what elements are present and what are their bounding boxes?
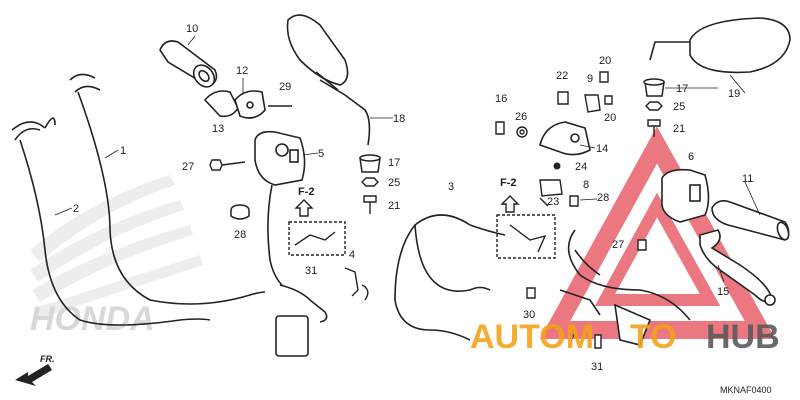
switch-9 bbox=[584, 94, 601, 113]
diagram-code: MKNAF0400 bbox=[720, 385, 772, 395]
callout-2: 2 bbox=[73, 203, 79, 215]
screw-20-b bbox=[604, 95, 613, 105]
throttle-cable-1 bbox=[69, 73, 266, 305]
mirror-adapter-17-right bbox=[643, 78, 665, 97]
callout-28-left: 28 bbox=[234, 229, 246, 241]
honda-text-watermark: HONDA bbox=[30, 300, 155, 338]
callout-18: 18 bbox=[393, 113, 405, 125]
nut-25-right bbox=[645, 101, 663, 111]
screw-31-right bbox=[594, 334, 602, 349]
leader-lines bbox=[54, 35, 761, 283]
switch-8 bbox=[539, 179, 563, 197]
screw-20-a bbox=[599, 71, 609, 83]
nut-25-left bbox=[361, 177, 379, 187]
callout-20-b: 20 bbox=[604, 112, 616, 124]
detail-f2-left bbox=[288, 199, 346, 256]
bolt-27-left bbox=[209, 159, 246, 171]
cap-28 bbox=[230, 204, 250, 220]
callout-26: 26 bbox=[515, 111, 527, 123]
callout-31-right: 31 bbox=[591, 361, 603, 373]
lever-bracket-14 bbox=[539, 121, 591, 156]
callout-25-left: 25 bbox=[388, 177, 400, 189]
callout-numbers: 1 2 3 4 5 6 7 8 9 10 11 12 13 14 15 16 1… bbox=[73, 23, 753, 373]
callout-5: 5 bbox=[318, 148, 324, 160]
callout-24: 24 bbox=[575, 161, 587, 173]
watermark-part2: TO bbox=[630, 318, 677, 356]
clutch-lever-15 bbox=[699, 229, 776, 306]
callout-17-left: 17 bbox=[388, 157, 400, 169]
callout-17-right: 17 bbox=[676, 83, 688, 95]
front-direction-arrow: FR. bbox=[15, 354, 55, 386]
mirror-adapter-17-left bbox=[359, 154, 381, 173]
callout-10: 10 bbox=[186, 23, 198, 35]
throttle-grip-10 bbox=[159, 40, 218, 88]
callout-1: 1 bbox=[120, 145, 126, 157]
callout-4: 4 bbox=[349, 249, 355, 261]
left-mirror-18 bbox=[286, 14, 371, 146]
detail-f2-right bbox=[496, 195, 556, 259]
callout-31-left: 31 bbox=[305, 265, 317, 277]
callout-9: 9 bbox=[587, 73, 593, 85]
watermark-part1: AUTOM bbox=[470, 318, 594, 356]
front-label: FR. bbox=[40, 354, 55, 364]
bolt-21-left bbox=[363, 195, 377, 214]
switch-22 bbox=[557, 91, 569, 105]
cap-28-right bbox=[569, 195, 579, 207]
automotohub-watermark: AUTOM TO HUB bbox=[470, 318, 780, 356]
callout-27-right: 27 bbox=[612, 239, 624, 251]
callout-28-right: 28 bbox=[597, 192, 609, 204]
clip-30 bbox=[526, 287, 536, 299]
right-grip-11 bbox=[711, 200, 790, 241]
callout-30: 30 bbox=[523, 309, 535, 321]
callout-20-a: 20 bbox=[599, 55, 611, 67]
callout-22: 22 bbox=[556, 70, 568, 82]
detail-label-f2-left: F-2 bbox=[298, 186, 315, 198]
callout-27-left: 27 bbox=[182, 161, 194, 173]
callout-15: 15 bbox=[717, 286, 729, 298]
callout-25-right: 25 bbox=[673, 101, 685, 113]
callout-14: 14 bbox=[596, 143, 608, 155]
right-handlebar-switch-6 bbox=[661, 168, 710, 223]
callout-21-left: 21 bbox=[388, 200, 400, 212]
callout-12: 12 bbox=[236, 65, 248, 77]
callout-21-right: 21 bbox=[673, 123, 685, 135]
throttle-cable-2 bbox=[11, 117, 211, 326]
callout-7: 7 bbox=[569, 333, 575, 345]
right-wiring bbox=[559, 229, 691, 346]
screw-27-right bbox=[637, 239, 647, 251]
washer-26 bbox=[516, 126, 528, 138]
callout-11: 11 bbox=[742, 173, 753, 185]
bolt-21-right bbox=[647, 119, 661, 137]
left-handlebar-switch-5 bbox=[254, 130, 328, 357]
callout-13: 13 bbox=[212, 123, 224, 135]
grommet-24 bbox=[553, 162, 561, 170]
clamp-4 bbox=[344, 267, 369, 301]
callout-6: 6 bbox=[688, 151, 694, 163]
detail-label-f2-right: F-2 bbox=[500, 177, 517, 189]
callout-29: 29 bbox=[279, 81, 291, 93]
callout-23: 23 bbox=[547, 196, 559, 208]
honda-wing-watermark bbox=[30, 175, 203, 318]
bolt-16 bbox=[495, 121, 505, 135]
callout-16: 16 bbox=[495, 93, 507, 105]
callout-19: 19 bbox=[728, 88, 740, 100]
right-mirror-19 bbox=[649, 17, 791, 74]
callout-8: 8 bbox=[583, 179, 589, 191]
screw-23 bbox=[539, 197, 549, 207]
clutch-cable-3 bbox=[394, 214, 506, 341]
callout-3: 3 bbox=[448, 181, 454, 193]
throttle-housing-13 bbox=[203, 90, 292, 119]
watermark-part3: HUB bbox=[706, 318, 780, 356]
